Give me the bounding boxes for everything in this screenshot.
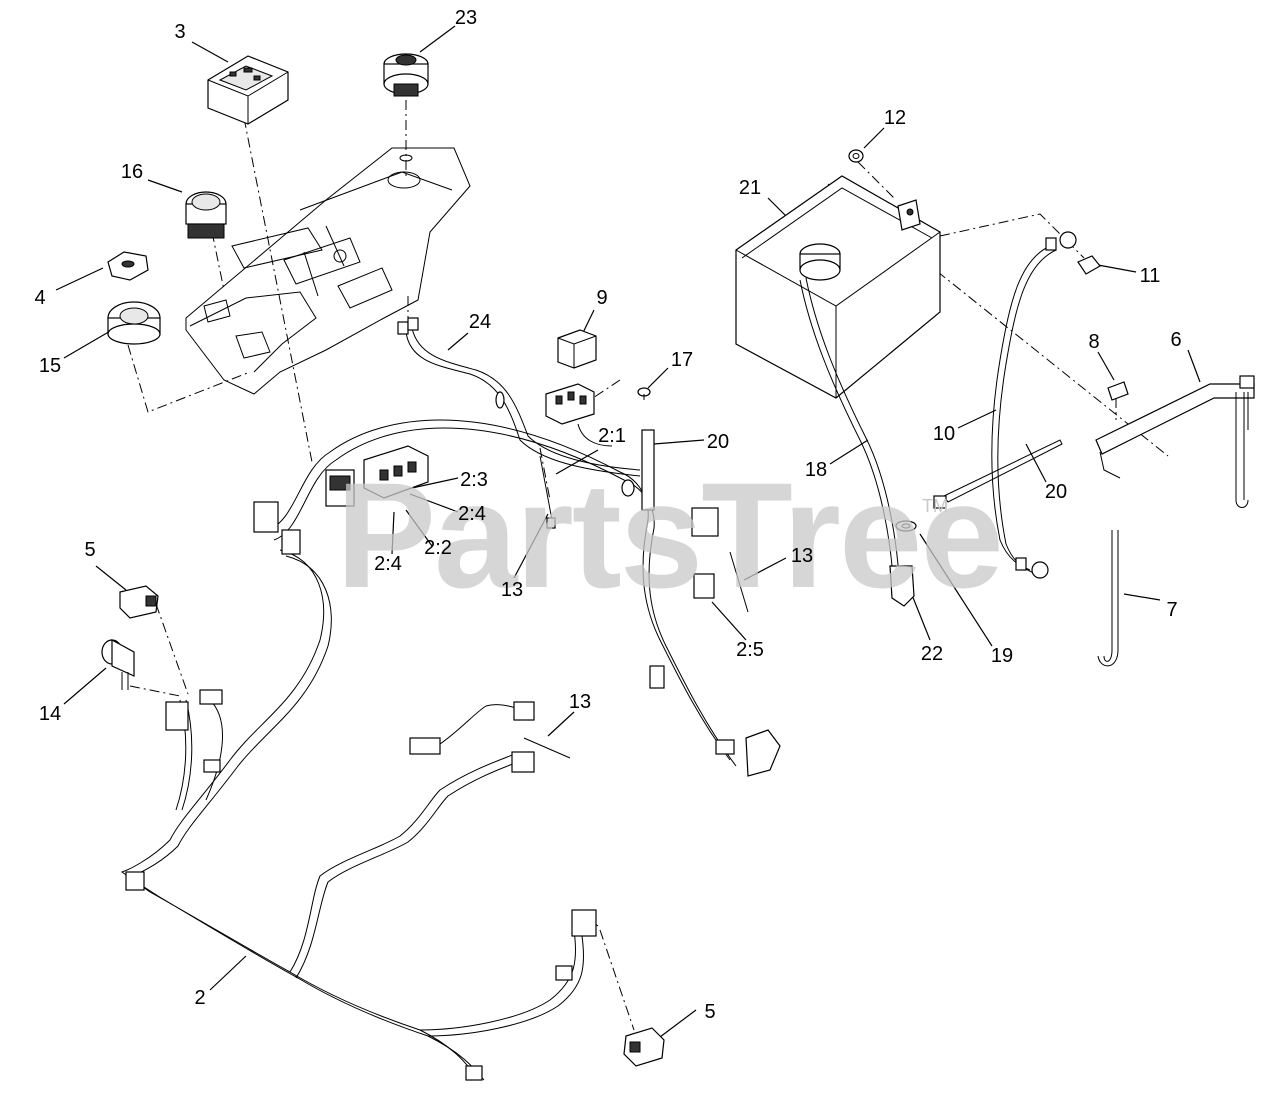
pto-switch — [185, 191, 227, 239]
callout-label: 2 — [194, 987, 206, 1009]
cable-ties — [523, 439, 1063, 759]
relay — [545, 329, 613, 447]
callout-label: 11 — [1139, 265, 1161, 287]
leader-lines — [55, 25, 1201, 1041]
callout-label: 10 — [932, 423, 956, 445]
callout-label: 2:4 — [458, 503, 486, 525]
callout-label: 13 — [790, 545, 814, 567]
ignition-switch — [107, 301, 161, 345]
callout-label: 19 — [990, 645, 1014, 667]
bolt — [1077, 255, 1101, 275]
callout-label: 13 — [500, 579, 524, 601]
ignition-key — [107, 251, 149, 281]
j-bolt — [1097, 530, 1119, 667]
callout-label: 2:1 — [598, 425, 626, 447]
callout-label: 13 — [568, 691, 592, 713]
callout-label: 4 — [34, 287, 46, 309]
nut — [848, 149, 864, 163]
callout-label: 14 — [38, 703, 62, 725]
callout-label: 18 — [804, 459, 828, 481]
callout-label: 2:4 — [374, 553, 402, 575]
battery — [735, 175, 941, 399]
power-outlet — [383, 53, 429, 97]
callout-label: 5 — [84, 539, 96, 561]
callout-label: 9 — [596, 287, 608, 309]
callout-label: 8 — [1088, 331, 1100, 353]
callout-label: 20 — [1044, 481, 1068, 503]
battery-hold-down — [1095, 375, 1255, 508]
harness-lead — [397, 317, 641, 477]
callout-label: 7 — [1166, 599, 1178, 621]
callout-label: 2:2 — [424, 537, 452, 559]
callout-label: 16 — [120, 161, 144, 183]
ground-cable — [991, 231, 1077, 579]
positive-cable — [799, 277, 915, 607]
seat-switch-top — [119, 585, 159, 619]
callout-label: 3 — [174, 21, 186, 43]
seat-switch-bottom — [623, 1027, 665, 1067]
callout-label: 21 — [738, 177, 762, 199]
hour-meter — [207, 55, 289, 125]
washer — [895, 520, 917, 532]
callout-label: 2:5 — [736, 639, 764, 661]
watermark-trademark: TM — [922, 496, 948, 516]
callout-label: 2:3 — [460, 469, 488, 491]
callout-label: 20 — [706, 431, 730, 453]
screw — [637, 387, 651, 400]
main-harness — [120, 419, 781, 1081]
callout-label: 24 — [468, 311, 492, 333]
callout-label: 6 — [1170, 329, 1182, 351]
brake-switch — [101, 638, 135, 690]
watermark: PartsTree — [336, 451, 1004, 619]
callout-label: 5 — [704, 1001, 716, 1023]
callout-label: 17 — [670, 349, 694, 371]
callout-label: 22 — [920, 643, 944, 665]
callout-label: 12 — [883, 107, 907, 129]
callout-label: 15 — [38, 355, 62, 377]
console-panel — [185, 147, 471, 395]
j-clip — [1107, 381, 1129, 401]
callout-label: 23 — [454, 7, 478, 29]
